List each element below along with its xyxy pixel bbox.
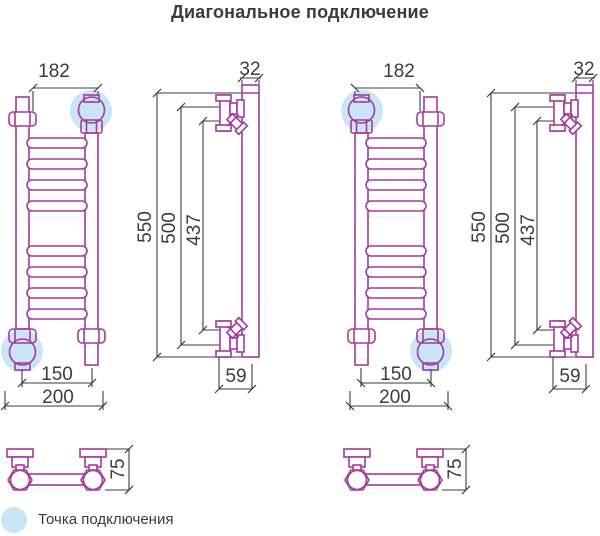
dim-bracket-height-right: 437: [518, 214, 539, 246]
legend: Точка подключения: [0, 506, 300, 536]
dim-bottom-depth-left: 59: [225, 366, 246, 387]
dim-connection-height-right: 500: [493, 212, 514, 244]
dim-inner-width-left: 150: [41, 364, 73, 385]
legend-label: Точка подключения: [38, 511, 174, 528]
dim-top-width-right: 182: [383, 61, 415, 82]
dim-bracket-height-left: 437: [184, 214, 205, 246]
dim-top-width-left: 182: [38, 61, 70, 82]
dim-wall-depth-left: 75: [108, 458, 129, 479]
dim-tube-width-right: 32: [573, 59, 594, 80]
front-view-left: [1, 84, 112, 410]
dim-bottom-depth-right: 59: [559, 366, 580, 387]
dim-wall-depth-right: 75: [445, 458, 466, 479]
dim-connection-height-left: 500: [159, 212, 180, 244]
dim-overall-height-left: 550: [135, 211, 156, 243]
dim-inner-width-right: 150: [380, 364, 412, 385]
dim-outer-width-right: 200: [379, 387, 411, 408]
dim-overall-height-right: 550: [469, 211, 490, 243]
dim-outer-width-left: 200: [42, 387, 74, 408]
dim-tube-width-left: 32: [239, 59, 260, 80]
front-view-right: [341, 84, 452, 410]
page-title: Диагональное подключение: [170, 2, 430, 22]
connection-point-icon: [1, 507, 27, 533]
